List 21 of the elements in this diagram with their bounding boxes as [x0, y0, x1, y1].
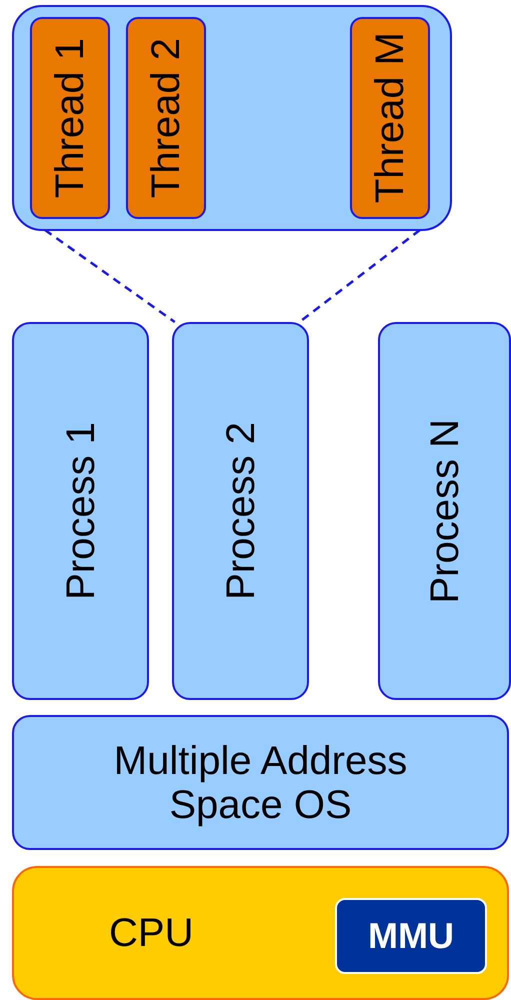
thread-box [30, 17, 110, 219]
thread-group-box [12, 5, 452, 231]
mmu-box [335, 898, 487, 974]
label-text: Process 2 [218, 422, 262, 600]
thread-box [126, 17, 206, 219]
process-box [378, 322, 511, 700]
dashed-connector [44, 228, 176, 324]
label-text: Process N [422, 418, 466, 604]
label-text: Multiple Address Space OS [112, 738, 408, 826]
process-box [12, 322, 149, 700]
thread-box [350, 17, 430, 219]
label-text: Thread 1 [48, 38, 92, 198]
label-text: CPU [109, 911, 194, 955]
process-box [172, 322, 309, 700]
label-text: Thread 2 [144, 38, 188, 198]
label-text: Process 1 [58, 422, 102, 600]
os-layer-box [12, 715, 509, 850]
dashed-connector [298, 229, 421, 323]
label-text: MMU [368, 916, 454, 956]
label-text: Thread M [368, 32, 412, 204]
cpu-box [12, 866, 509, 1000]
